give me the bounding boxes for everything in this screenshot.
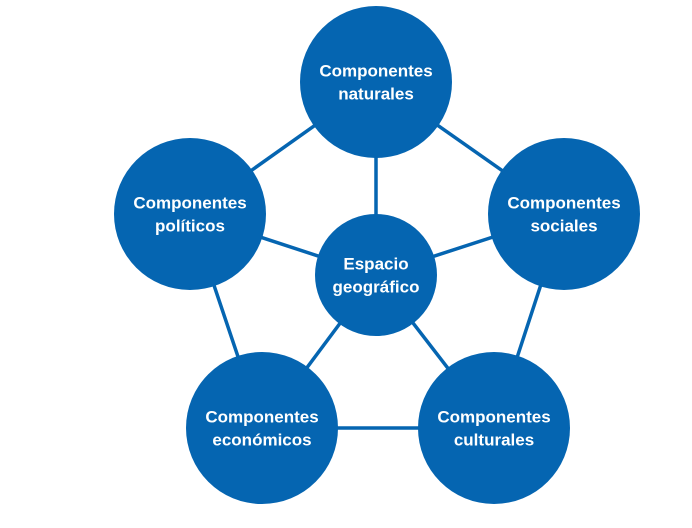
- node-naturales-circle: [300, 6, 452, 158]
- node-culturales-circle: [418, 352, 570, 504]
- node-sociales: Componentes sociales: [488, 138, 640, 290]
- node-sociales-label-line: Componentes: [507, 194, 620, 213]
- node-culturales-label-line: Componentes: [437, 408, 550, 427]
- node-politicos-circle: [114, 138, 266, 290]
- node-center: Espacio geográfico: [315, 214, 437, 336]
- node-naturales-label-line: naturales: [338, 85, 414, 104]
- node-culturales: Componentes culturales: [418, 352, 570, 504]
- node-economicos-label-line: económicos: [212, 431, 311, 450]
- node-sociales-circle: [488, 138, 640, 290]
- node-politicos-label-line: políticos: [155, 217, 225, 236]
- node-culturales-label-line: culturales: [454, 431, 534, 450]
- node-naturales: Componentes naturales: [300, 6, 452, 158]
- node-economicos-label-line: Componentes: [205, 408, 318, 427]
- diagram-nodes: ComponentesnaturalesComponentessocialesC…: [114, 6, 640, 504]
- node-naturales-label-line: Componentes: [319, 62, 432, 81]
- node-economicos: Componentes económicos: [186, 352, 338, 504]
- node-politicos-label-line: Componentes: [133, 194, 246, 213]
- node-sociales-label-line: sociales: [530, 217, 597, 236]
- node-economicos-circle: [186, 352, 338, 504]
- node-center-circle: [315, 214, 437, 336]
- node-politicos: Componentes políticos: [114, 138, 266, 290]
- node-center-label-line: Espacio: [343, 255, 408, 274]
- node-center-label-line: geográfico: [333, 278, 420, 297]
